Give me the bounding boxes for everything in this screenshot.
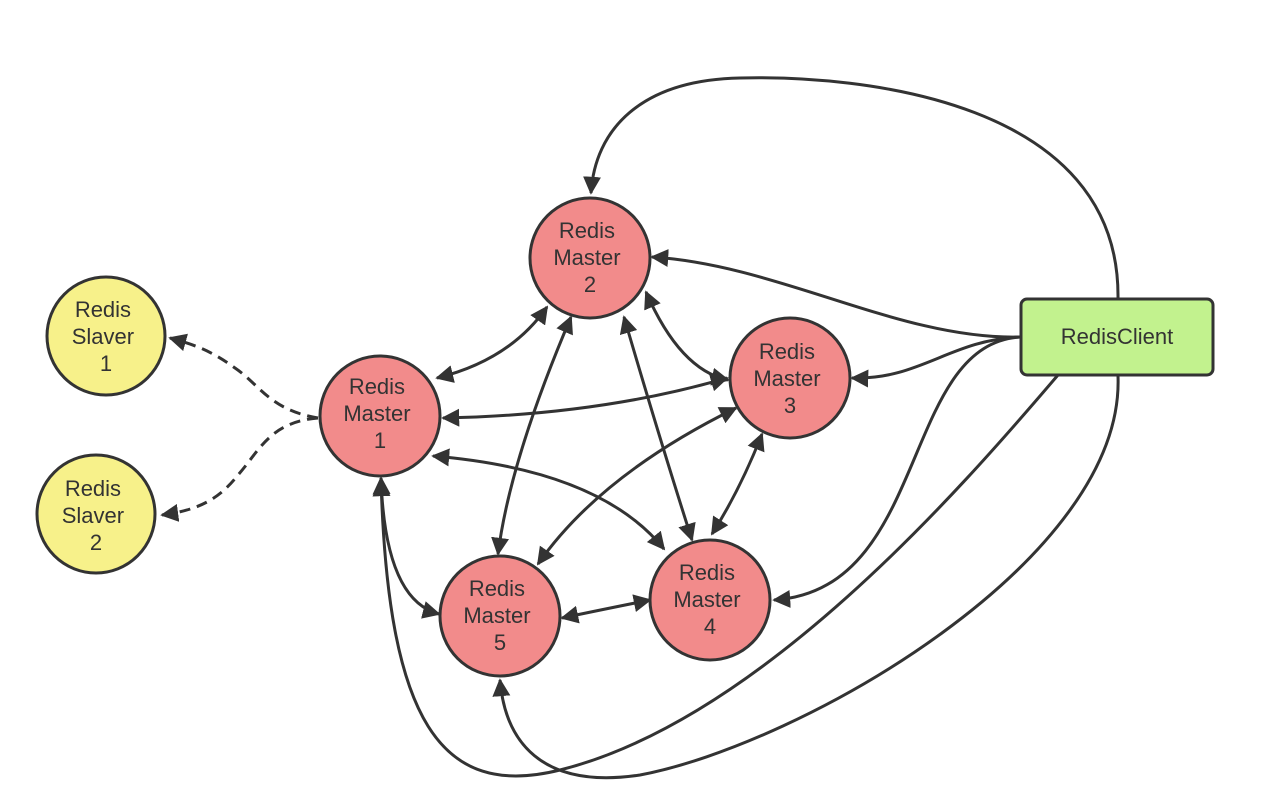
svg-text:Redis Master 5: Redis Master 5 xyxy=(463,576,536,655)
slave2-line1: Redis xyxy=(65,476,121,501)
redis-client-node: RedisClient xyxy=(1019,297,1215,377)
master1-line3: 1 xyxy=(374,428,386,453)
svg-text:Redis Slaver 2: Redis Slaver 2 xyxy=(62,476,130,555)
master5-line3: 5 xyxy=(494,630,506,655)
svg-text:Redis Master 4: Redis Master 4 xyxy=(673,560,746,639)
redis-master-4-node: Redis Master 4 xyxy=(648,538,772,662)
master2-line3: 2 xyxy=(584,272,596,297)
redis-master-1-node: Redis Master 1 xyxy=(318,354,442,478)
edge-master1-master4 xyxy=(431,448,666,551)
master1-line1: Redis xyxy=(349,374,405,399)
redis-slaver-1-node: Redis Slaver 1 xyxy=(45,275,167,397)
edge-client-master1 xyxy=(372,374,1060,778)
slave1-line3: 1 xyxy=(100,351,112,376)
slave2-line2: Slaver xyxy=(62,503,124,528)
slave1-line2: Slaver xyxy=(72,324,134,349)
master4-line2: Master xyxy=(673,587,740,612)
master3-line3: 3 xyxy=(784,393,796,418)
redis-master-5-node: Redis Master 5 xyxy=(438,554,562,678)
master2-line1: Redis xyxy=(559,218,615,243)
svg-text:Redis Master 1: Redis Master 1 xyxy=(343,374,416,453)
edge-master1-slave2 xyxy=(160,416,319,522)
svg-text:Redis Master 3: Redis Master 3 xyxy=(753,339,826,418)
master5-line2: Master xyxy=(463,603,530,628)
edge-master1-master2 xyxy=(435,305,549,383)
edges xyxy=(160,76,1120,780)
edge-master2-master5 xyxy=(491,315,573,556)
edge-client-master2-top xyxy=(583,76,1120,299)
master4-line3: 4 xyxy=(704,614,716,639)
edge-master1-master3 xyxy=(441,373,729,427)
edge-master3-master4 xyxy=(710,432,765,536)
edge-client-master2-side xyxy=(650,249,1021,339)
slave1-line1: Redis xyxy=(75,297,131,322)
master3-line1: Redis xyxy=(759,339,815,364)
master1-line2: Master xyxy=(343,401,410,426)
redis-master-3-node: Redis Master 3 xyxy=(728,316,852,440)
edge-master5-master4 xyxy=(560,594,652,624)
master5-line1: Redis xyxy=(469,576,525,601)
edge-master2-master3 xyxy=(644,290,730,386)
edge-client-master3 xyxy=(850,335,1021,388)
edge-client-master5 xyxy=(492,375,1120,780)
master4-line1: Redis xyxy=(679,560,735,585)
edge-master3-master5 xyxy=(536,406,738,566)
redis-slaver-2-node: Redis Slaver 2 xyxy=(35,453,157,575)
master2-line2: Master xyxy=(553,245,620,270)
client-label: RedisClient xyxy=(1061,324,1174,349)
slave2-line3: 2 xyxy=(90,530,102,555)
redis-master-2-node: Redis Master 2 xyxy=(528,196,652,320)
svg-text:Redis Slaver 1: Redis Slaver 1 xyxy=(72,297,140,376)
nodes: Redis Master 2 Redis Master 1 Redis Mast… xyxy=(35,196,1215,678)
edge-client-master4 xyxy=(772,335,1021,608)
master3-line2: Master xyxy=(753,366,820,391)
edge-master1-slave1 xyxy=(168,333,319,420)
svg-text:Redis Master 2: Redis Master 2 xyxy=(553,218,626,297)
